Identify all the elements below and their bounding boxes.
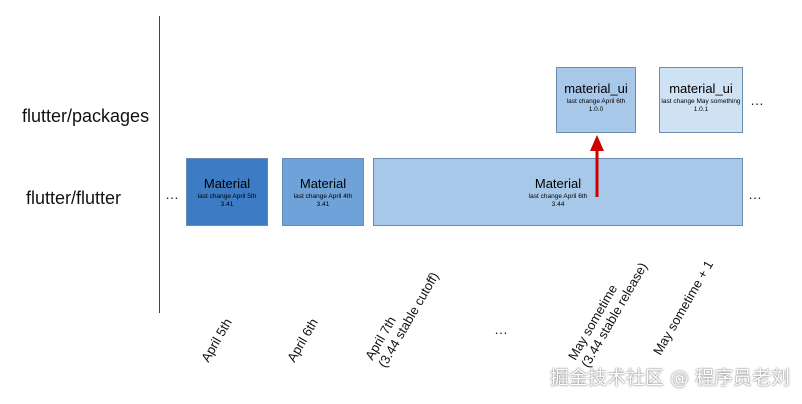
box-title: Material bbox=[534, 176, 582, 191]
timeline-ellipsis: … bbox=[494, 321, 509, 337]
box-title: material_ui bbox=[669, 81, 733, 96]
flutter-row-leading-ellipsis: … bbox=[165, 186, 180, 202]
package-material-ui-box-1-0-0: material_ui last change April 6th 1.0.0 bbox=[556, 67, 636, 133]
box-version: 3.41 bbox=[220, 201, 234, 208]
row-separator-line bbox=[159, 16, 160, 313]
box-subtitle: last change April 6th bbox=[566, 98, 626, 105]
box-version: 1.0.1 bbox=[693, 106, 709, 113]
publish-arrow-head bbox=[590, 135, 604, 151]
package-material-ui-box-1-0-1: material_ui last change May something 1.… bbox=[659, 67, 743, 133]
box-version: 3.44 bbox=[551, 201, 565, 208]
box-subtitle: last change April 4th bbox=[293, 193, 353, 200]
box-title: Material bbox=[203, 176, 251, 191]
flutter-material-box-april-5: Material last change April 5th 3.41 bbox=[186, 158, 268, 226]
box-version: 3.41 bbox=[316, 201, 330, 208]
box-subtitle: last change April 5th bbox=[197, 193, 257, 200]
row-label-packages: flutter/packages bbox=[22, 106, 150, 126]
box-subtitle: last change May something bbox=[661, 98, 741, 105]
row-label-flutter: flutter/flutter bbox=[26, 188, 122, 208]
box-subtitle: last change April 6th bbox=[528, 193, 588, 200]
flutter-material-box-april-6: Material last change April 4th 3.41 bbox=[282, 158, 364, 226]
box-title: Material bbox=[299, 176, 347, 191]
box-title: material_ui bbox=[564, 81, 628, 96]
box-version: 1.0.0 bbox=[588, 106, 604, 113]
flutter-material-box-april-7-onward: Material last change April 6th 3.44 bbox=[373, 158, 743, 226]
watermark-text: 掘金技术社区 @ 程序员老刘 bbox=[549, 367, 790, 389]
packages-row-trailing-ellipsis: … bbox=[750, 92, 765, 108]
flutter-row-trailing-ellipsis: … bbox=[748, 186, 763, 202]
